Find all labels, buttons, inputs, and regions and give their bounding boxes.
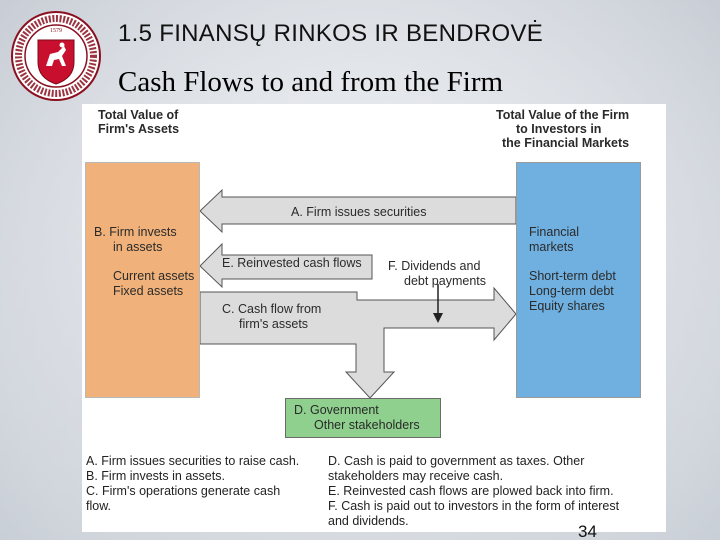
right-header-3: the Financial Markets	[502, 136, 630, 150]
markets-box-line-1: Financial	[529, 225, 580, 239]
slide-heading: 1.5 FINANSŲ RINKOS IR BENDROVĖ	[118, 20, 544, 47]
page-number: 34	[578, 522, 597, 541]
markets-box-line-3: Short-term debt	[529, 269, 616, 283]
arrow-c-label-2: firm's assets	[239, 317, 309, 331]
arrow-a-label: A. Firm issues securities	[291, 205, 427, 219]
arrow-c-label-1: C. Cash flow from	[222, 302, 322, 316]
arrow-f-label-2: debt payments	[404, 274, 486, 288]
right-header-1: Total Value of the Firm	[496, 108, 630, 122]
right-header-2: to Investors in	[516, 122, 602, 136]
gov-box-line-2: Other stakeholders	[314, 418, 420, 432]
legend-item-d-cont: stakeholders may receive cash.	[328, 469, 504, 483]
gov-box-line-1: D. Government	[294, 403, 379, 417]
legend-item-c: C. Firm's operations generate cash	[86, 484, 281, 498]
firm-box-line-4: Fixed assets	[113, 284, 184, 298]
legend-item-e: E. Reinvested cash flows are plowed back…	[328, 484, 614, 498]
legend-item-f-cont: and dividends.	[328, 514, 409, 528]
legend-item-a: A. Firm issues securities to raise cash.	[86, 454, 300, 468]
financial-markets-box: Financial markets Short-term debt Long-t…	[516, 162, 641, 398]
firm-box-line-1: B. Firm invests	[94, 225, 177, 239]
slide-title: Cash Flows to and from the Firm	[118, 66, 504, 98]
cash-flow-diagram: Total Value of Firm's Assets Total Value…	[82, 104, 666, 532]
legend-right: D. Cash is paid to government as taxes. …	[328, 454, 619, 529]
firm-box-line-3: Current assets	[113, 269, 195, 283]
left-header-1: Total Value of	[98, 108, 179, 122]
university-seal-logo: 1579	[11, 11, 101, 101]
flow-arrows	[199, 188, 517, 399]
legend-left: A. Firm issues securities to raise cash.…	[86, 454, 299, 514]
markets-box-line-4: Long-term debt	[529, 284, 614, 298]
arrow-e-label: E. Reinvested cash flows	[222, 256, 362, 270]
markets-box-line-5: Equity shares	[529, 299, 605, 313]
firm-box-line-2: in assets	[113, 240, 163, 254]
government-box: D. Government Other stakeholders	[285, 398, 441, 438]
arrow-e	[199, 242, 373, 289]
arrow-f-head	[433, 313, 443, 323]
legend-item-d: D. Cash is paid to government as taxes. …	[328, 454, 585, 468]
markets-box-line-2: markets	[529, 240, 574, 254]
firm-assets-box: B. Firm invests in assets Current assets…	[85, 162, 200, 398]
left-header-2: Firm's Assets	[98, 122, 180, 136]
arrow-a	[199, 188, 517, 234]
arrow-f-label-1: F. Dividends and	[388, 259, 481, 273]
svg-text:1579: 1579	[50, 28, 62, 34]
legend-item-b: B. Firm invests in assets.	[86, 469, 225, 483]
legend-item-c-cont: flow.	[86, 499, 112, 513]
legend-item-f: F. Cash is paid out to investors in the …	[328, 499, 620, 513]
